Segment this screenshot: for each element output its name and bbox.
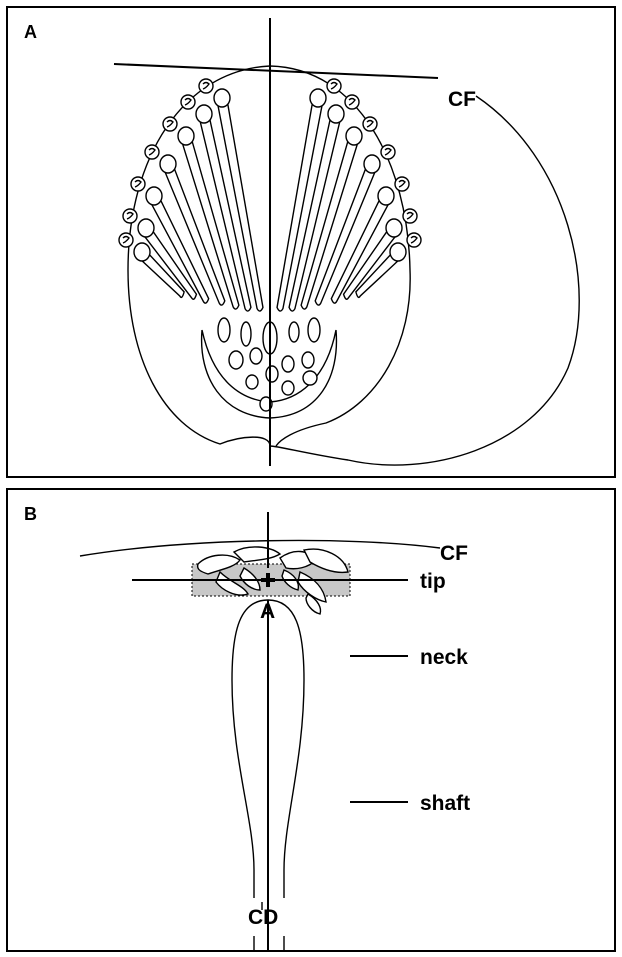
acinar-cell [199, 79, 213, 93]
tubules-left [119, 79, 263, 311]
tubule-bulb [138, 219, 154, 237]
cd-label: CD [248, 906, 278, 929]
panel-b-cf-label: CF [440, 542, 468, 565]
acinar-cell [407, 233, 421, 247]
panel-a-letter: A [24, 22, 37, 42]
acinar-cell [363, 117, 377, 131]
tubule-bulb [146, 187, 162, 205]
cell-oval [308, 318, 320, 342]
cell-oval [289, 322, 299, 342]
tubule-bulb [328, 105, 344, 123]
acinar-cell [131, 177, 145, 191]
cell-oval [229, 351, 243, 369]
tubule-bulb [214, 89, 230, 107]
acinar-cell [345, 95, 359, 109]
cf-loop [270, 96, 579, 465]
neck-label: neck [420, 646, 468, 669]
panel-b-diagram: B [8, 490, 618, 954]
cell-oval [282, 356, 294, 372]
acinar-cell [327, 79, 341, 93]
shaft-label: shaft [420, 792, 470, 815]
tubule-bulb [178, 127, 194, 145]
apex-label: A [260, 600, 275, 623]
cell-oval [282, 381, 294, 395]
tubule-bulb [134, 243, 150, 261]
cell-oval [266, 366, 278, 382]
cell-oval [250, 348, 262, 364]
panel-a-cf-label: CF [448, 88, 476, 111]
acinar-cell [395, 177, 409, 191]
tubule-bulb [390, 243, 406, 261]
acinar-cell [119, 233, 133, 247]
tubule-bulb [364, 155, 380, 173]
acinar-cell [123, 209, 137, 223]
tubule-bulb [160, 155, 176, 173]
cell-oval [246, 375, 258, 389]
acinar-cell [403, 209, 417, 223]
tip-label: tip [420, 570, 446, 593]
cell-oval [302, 352, 314, 368]
cell-oval [303, 371, 317, 385]
tubule-bulb [378, 187, 394, 205]
tubule-bulb [386, 219, 402, 237]
panel-b-letter: B [24, 504, 37, 524]
panel-a-diagram: A CF [8, 8, 618, 480]
tubule-bulb [310, 89, 326, 107]
panel-b: B [6, 488, 616, 952]
acinar-cell [145, 145, 159, 159]
acinar-cell [181, 95, 195, 109]
tubule-bulb [346, 127, 362, 145]
panel-a: A CF [6, 6, 616, 478]
acinar-cell [381, 145, 395, 159]
cell-oval [241, 322, 251, 346]
cell-oval [218, 318, 230, 342]
tubule-bulb [196, 105, 212, 123]
acinar-cell [163, 117, 177, 131]
